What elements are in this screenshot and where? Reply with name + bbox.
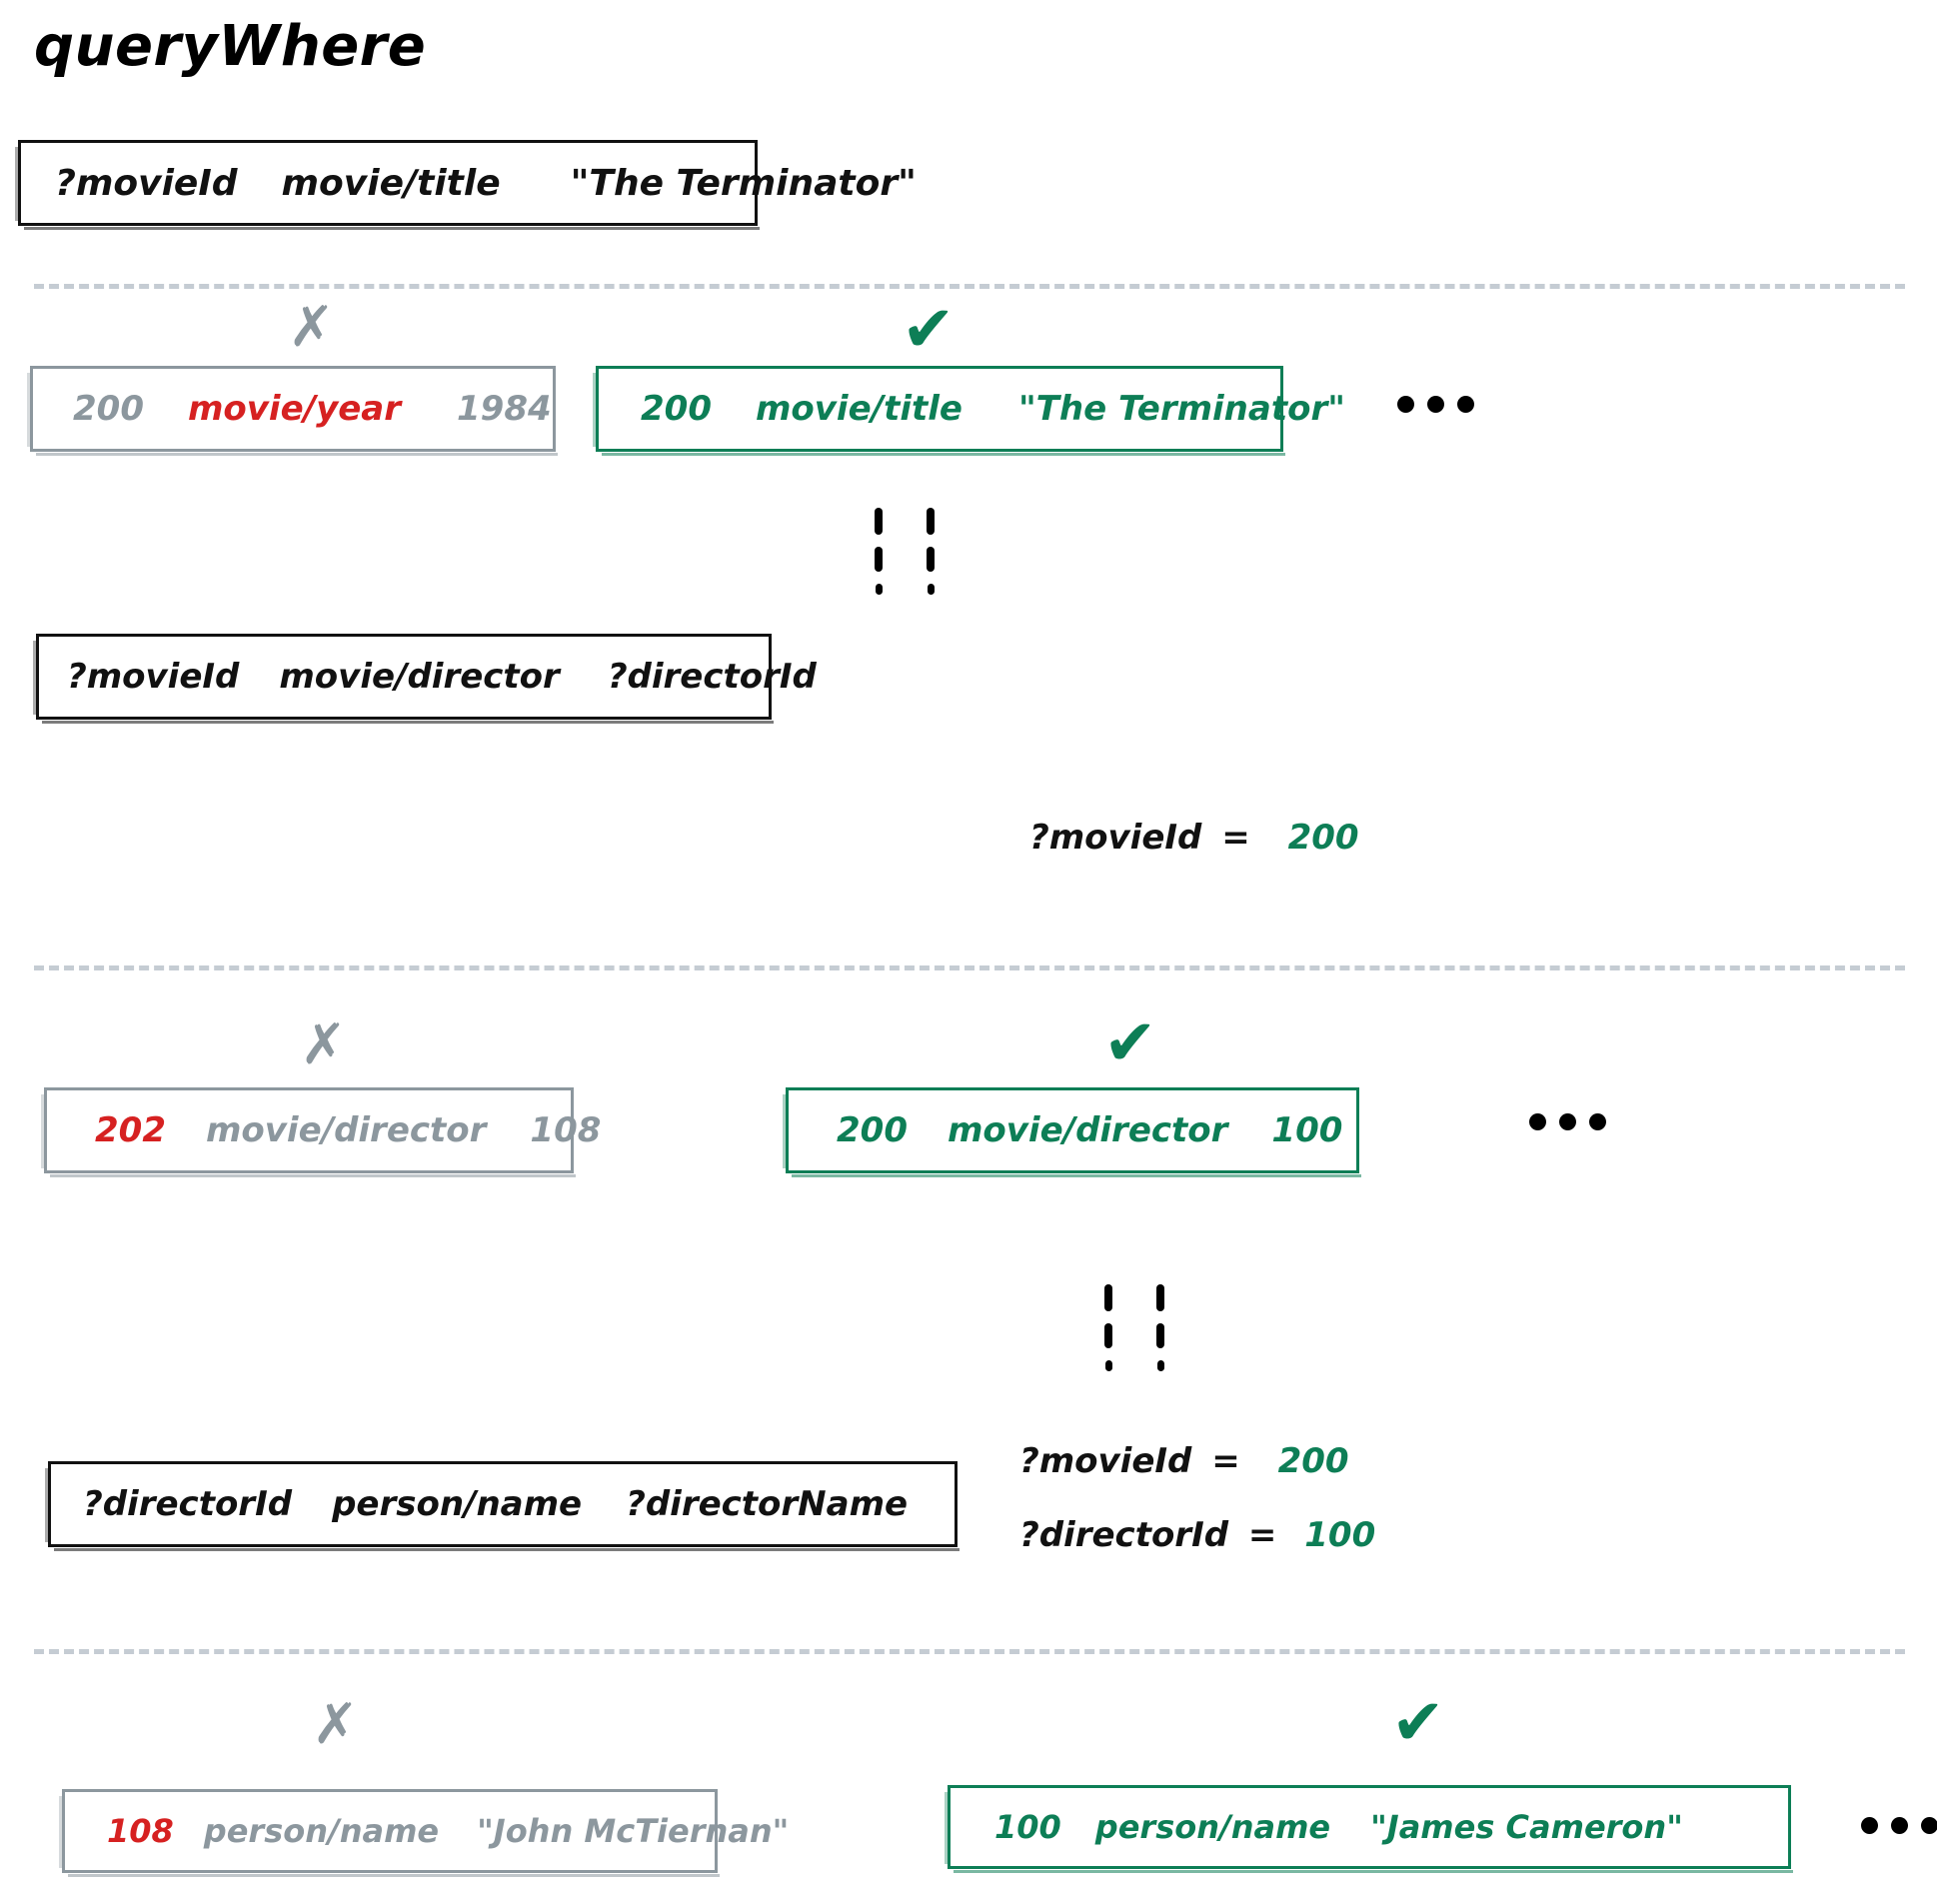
dash <box>1104 1284 1112 1311</box>
fact-entity: 200 <box>837 1110 908 1150</box>
dash <box>875 508 883 535</box>
dot <box>1589 1113 1606 1130</box>
check-icon-1: ✔ <box>902 293 956 367</box>
fact-attribute: movie/year <box>187 389 401 429</box>
binding-operator: = <box>1221 818 1250 858</box>
dash <box>1104 1323 1112 1348</box>
fact-value: "The Terminator" <box>1017 389 1345 429</box>
query-pattern-box-2: ?movieId movie/director ?directorId <box>33 634 817 724</box>
pattern-entity: ?movieId <box>55 162 238 204</box>
binding-row: ?movieId = 200 <box>1029 818 1359 858</box>
fact-cells: 100 person/name "James Cameron" <box>994 1808 1683 1846</box>
binding-operator: = <box>1211 1441 1240 1481</box>
fact-cells: 200 movie/title "The Terminator" <box>641 389 1345 429</box>
fact-entity: 202 <box>95 1110 166 1150</box>
pattern-entity: ?movieId <box>67 657 240 697</box>
binding-value: 200 <box>1277 1441 1349 1481</box>
nonmatching-fact-box-1: 200 movie/year 1984 <box>27 366 558 456</box>
fact-value: "James Cameron" <box>1370 1808 1683 1846</box>
binding-name: ?directorId <box>1019 1515 1229 1555</box>
dash <box>875 584 883 595</box>
binding-value: 100 <box>1304 1515 1376 1555</box>
dot <box>1397 396 1414 413</box>
more-facts-ellipsis-3 <box>1861 1817 1937 1834</box>
dash <box>927 508 935 535</box>
dash <box>927 547 935 572</box>
cross-icon-1: ✗ <box>288 295 335 360</box>
cross-icon-2: ✗ <box>300 1012 347 1077</box>
dot <box>1457 396 1474 413</box>
query-pattern-box-1: ?movieId movie/title "The Terminator" <box>15 140 917 230</box>
nonmatching-fact-box-3: 108 person/name "John McTiernan" <box>59 1789 789 1877</box>
fact-attribute: movie/director <box>205 1110 487 1150</box>
continuation-dashes-4 <box>1104 1284 1164 1371</box>
dash <box>1156 1323 1164 1348</box>
fact-cells: 202 movie/director 108 <box>95 1110 601 1150</box>
fact-attribute: movie/director <box>947 1110 1228 1150</box>
matching-fact-box-1: 200 movie/title "The Terminator" <box>593 366 1345 456</box>
pattern-value: ?directorId <box>607 657 817 697</box>
more-facts-ellipsis-2 <box>1529 1113 1606 1130</box>
binding-operator: = <box>1247 1515 1277 1555</box>
cross-icon-3: ✗ <box>312 1692 359 1757</box>
nonmatching-fact-box-2: 202 movie/director 108 <box>41 1087 601 1177</box>
dot <box>1861 1817 1878 1834</box>
pattern-cells: ?movieId movie/title "The Terminator" <box>55 163 917 204</box>
section-divider-2 <box>34 965 1905 970</box>
fact-entity: 200 <box>73 389 144 429</box>
pattern-cells: ?movieId movie/director ?directorId <box>67 657 817 697</box>
pattern-attribute: movie/title <box>281 162 501 204</box>
binding-name: ?movieId <box>1019 1441 1192 1481</box>
fact-cells: 200 movie/director 100 <box>837 1110 1342 1150</box>
fact-entity: 100 <box>994 1808 1061 1846</box>
dot <box>1891 1817 1908 1834</box>
fact-attribute: person/name <box>1094 1808 1331 1846</box>
dash-column <box>875 508 883 595</box>
check-icon-2: ✔ <box>1103 1006 1157 1080</box>
dash <box>875 547 883 572</box>
section-divider-1 <box>34 284 1905 289</box>
check-icon-3: ✔ <box>1391 1686 1445 1760</box>
dash-column <box>927 508 935 595</box>
fact-value: 100 <box>1271 1110 1343 1150</box>
fact-value: 108 <box>530 1110 602 1150</box>
pattern-entity: ?directorId <box>83 1484 293 1524</box>
fact-entity: 200 <box>641 389 712 429</box>
more-facts-ellipsis-1 <box>1397 396 1474 413</box>
pattern-value: ?directorName <box>626 1484 909 1524</box>
pattern-cells: ?directorId person/name ?directorName <box>83 1484 908 1524</box>
binding-row: ?movieId = 200 <box>1019 1441 1349 1481</box>
fact-entity: 108 <box>107 1812 174 1850</box>
binding-row: ?directorId = 100 <box>1019 1515 1375 1555</box>
dash <box>927 584 935 595</box>
dot <box>1559 1113 1576 1130</box>
dash <box>1156 1284 1164 1311</box>
fact-value: "John McTiernan" <box>477 1812 790 1850</box>
dot <box>1921 1817 1937 1834</box>
dash-column <box>1156 1284 1164 1371</box>
matching-fact-box-3: 100 person/name "James Cameron" <box>945 1785 1793 1873</box>
page-title: queryWhere <box>34 14 427 79</box>
pattern-value: "The Terminator" <box>570 162 917 204</box>
binding-name: ?movieId <box>1029 818 1202 858</box>
fact-cells: 108 person/name "John McTiernan" <box>107 1812 789 1850</box>
dot <box>1427 396 1444 413</box>
query-pattern-box-3: ?directorId person/name ?directorName <box>45 1461 960 1551</box>
dash-column <box>1104 1284 1112 1371</box>
dot <box>1529 1113 1546 1130</box>
fact-attribute: movie/title <box>755 389 963 429</box>
dash <box>1104 1360 1112 1371</box>
pattern-attribute: movie/director <box>279 657 560 697</box>
fact-cells: 200 movie/year 1984 <box>73 389 552 429</box>
dash <box>1156 1360 1164 1371</box>
matching-fact-box-2: 200 movie/director 100 <box>783 1087 1361 1177</box>
section-divider-3 <box>34 1649 1905 1654</box>
fact-value: 1984 <box>457 389 552 429</box>
pattern-attribute: person/name <box>332 1484 583 1524</box>
fact-attribute: person/name <box>203 1812 440 1850</box>
continuation-dashes-1 <box>875 508 935 595</box>
binding-value: 200 <box>1287 818 1359 858</box>
